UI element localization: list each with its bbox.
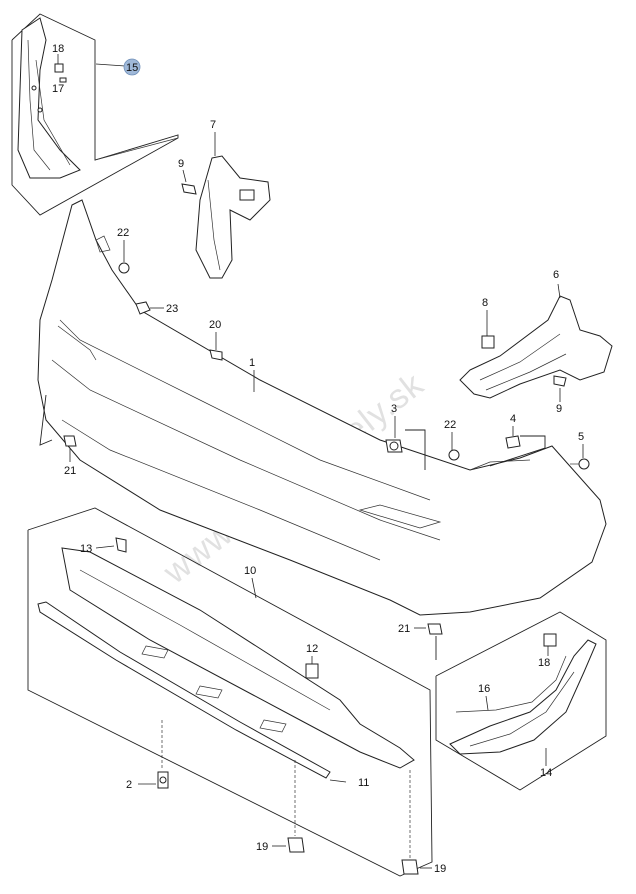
bolt-21-right [427,623,443,635]
screw-17-top [59,77,67,83]
callout-5: 5 [578,431,584,443]
callout-16: 16 [478,683,490,695]
callout-1: 1 [249,357,255,369]
callout-9-upper: 9 [178,158,184,170]
bolt-21-left [63,435,77,447]
nut-22-upper [118,262,130,274]
screw-2 [157,771,169,789]
clip-23 [135,301,151,315]
corner-trim-14 [449,639,597,755]
callout-4: 4 [510,413,516,425]
bolt-13 [115,537,127,553]
callout-21-right: 21 [398,623,410,635]
callout-18-top: 18 [52,43,64,55]
rear-bumper-cover-1 [37,199,607,616]
callout-13: 13 [80,543,92,555]
bolt-9-upper [181,183,197,195]
trim-strip-16 [455,655,567,713]
lower-frame-10 [27,507,433,877]
clip-12 [305,663,319,679]
callout-12: 12 [306,643,318,655]
bolt-9-right [553,375,567,387]
nut-22-lower [448,449,460,461]
bolt-3 [385,439,403,453]
upper-bracket-7 [195,155,271,279]
clip-18-top [54,63,64,73]
nut-8 [481,335,495,349]
callout-19-right: 19 [434,863,446,875]
fastener-5 [570,458,590,470]
inset-frame-top-left [11,13,179,216]
side-bracket-15 [17,17,81,179]
callout-19-left: 19 [256,841,268,853]
inset-frame-bottom-right [435,611,607,791]
callout-11: 11 [358,777,369,789]
callout-10: 10 [244,565,256,577]
clip-18-lower [543,633,557,647]
clip-19-right [401,859,419,875]
callout-7: 7 [210,119,216,131]
clip-4 [505,435,521,449]
callout-21-left: 21 [64,465,76,477]
callout-6: 6 [553,269,559,281]
lower-trim-panel-10 [61,547,415,769]
callout-18-lower: 18 [538,657,550,669]
callout-15-highlight [123,58,141,76]
callout-23: 23 [166,303,178,315]
callout-22-upper: 22 [117,227,129,239]
callout-17: 17 [52,83,64,95]
callout-14: 14 [540,767,552,779]
callout-22-lower: 22 [444,419,456,431]
side-bracket-6 [459,295,613,399]
callout-3: 3 [391,403,397,415]
callout-15: 15 [126,62,138,74]
callout-9-right: 9 [556,403,562,415]
moulding-strip-11 [37,601,331,779]
bolt-20 [209,349,223,361]
callout-20: 20 [209,319,221,331]
clip-19-left [287,837,305,853]
callout-8: 8 [482,297,488,309]
callout-2: 2 [126,779,132,791]
